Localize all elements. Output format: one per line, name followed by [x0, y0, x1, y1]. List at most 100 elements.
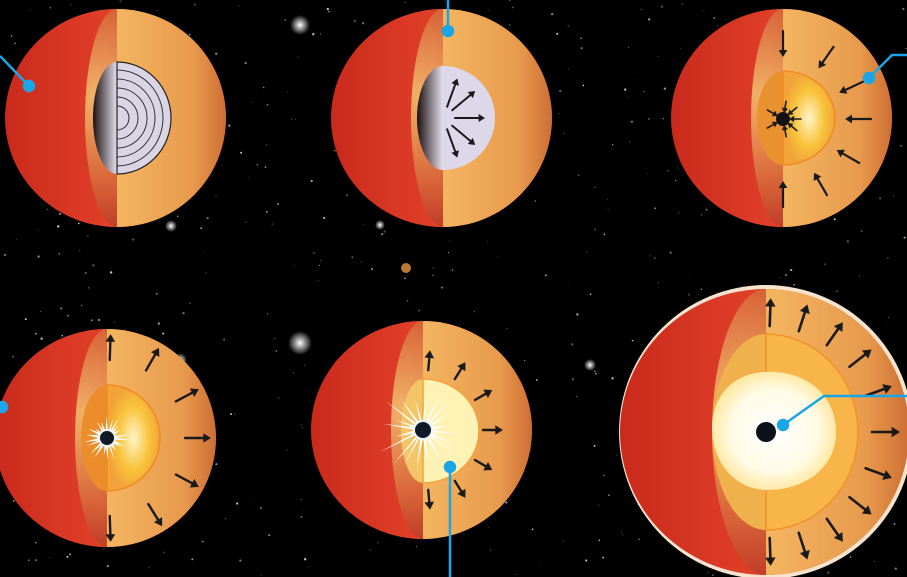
star [24, 318, 27, 321]
neutron-star-remnant [754, 420, 778, 444]
arrow [787, 106, 798, 116]
star [283, 325, 285, 327]
arrow [848, 349, 872, 369]
burst-ray [385, 400, 417, 426]
bright-star [584, 359, 596, 371]
arrow [473, 389, 493, 402]
star [191, 558, 194, 561]
arrow [451, 124, 476, 145]
arrow [797, 531, 810, 560]
arrow [797, 304, 810, 333]
burst-ray [395, 419, 416, 429]
star [351, 256, 353, 258]
star [319, 259, 322, 262]
arrow [446, 78, 459, 108]
burst-ray [382, 423, 415, 430]
star [162, 332, 165, 335]
burst-ray [108, 418, 114, 430]
shock-front [422, 378, 480, 484]
star [80, 304, 83, 307]
star [508, 24, 511, 26]
star [784, 273, 788, 277]
flow-arrows [105, 29, 900, 566]
star [66, 555, 69, 558]
star [576, 396, 578, 397]
star [703, 10, 705, 12]
burst-ray [380, 433, 416, 452]
burst-ray [403, 437, 420, 466]
star [300, 516, 303, 518]
star [295, 118, 297, 120]
star [894, 567, 897, 570]
star [264, 166, 267, 169]
burst-ray [426, 436, 442, 461]
arrow [870, 426, 900, 438]
star [713, 16, 716, 20]
star [593, 444, 596, 447]
neutron-star [413, 420, 433, 440]
star [12, 355, 14, 358]
star [103, 547, 105, 550]
star [640, 8, 642, 11]
star [571, 378, 575, 381]
star [207, 252, 209, 254]
arrow [105, 334, 116, 362]
star [585, 559, 588, 562]
arrow [781, 124, 789, 138]
star [705, 208, 708, 211]
arrow [813, 172, 829, 197]
star [679, 48, 681, 49]
star [858, 275, 860, 277]
star [312, 33, 315, 36]
inner-shell-layer [331, 9, 443, 227]
star [97, 318, 101, 322]
star [634, 79, 636, 80]
star [860, 230, 863, 233]
arrow [451, 91, 476, 112]
stage-6-star [619, 285, 907, 577]
star [404, 277, 406, 280]
star [663, 87, 667, 90]
star [286, 449, 288, 451]
star [646, 173, 648, 175]
bounce-burst [84, 415, 130, 460]
star [893, 522, 896, 525]
star [589, 293, 592, 296]
star [4, 253, 7, 256]
star [301, 426, 303, 428]
star [188, 33, 191, 36]
star [903, 236, 906, 239]
star [577, 72, 579, 74]
star [266, 103, 269, 106]
star [432, 274, 434, 277]
star [531, 528, 534, 531]
star [59, 212, 62, 215]
bright-star [290, 15, 310, 35]
star [193, 3, 196, 6]
star [576, 313, 579, 316]
star [886, 322, 888, 323]
star [189, 302, 191, 304]
callout-dot-3 [862, 71, 876, 85]
arrow [105, 514, 116, 542]
star [182, 311, 185, 315]
star [28, 559, 30, 562]
bright-star [165, 220, 177, 232]
star [621, 534, 623, 536]
arrow [778, 29, 788, 57]
star [432, 267, 434, 269]
star [594, 186, 596, 188]
core-point [776, 112, 790, 126]
star [629, 141, 631, 143]
star [16, 239, 18, 241]
burst-ray [109, 446, 115, 460]
star [34, 558, 38, 562]
star [37, 255, 40, 258]
star [238, 5, 240, 7]
star [256, 164, 259, 166]
star [40, 310, 42, 312]
proto-neutron-star [98, 429, 116, 447]
star [224, 517, 227, 520]
star [846, 240, 850, 243]
